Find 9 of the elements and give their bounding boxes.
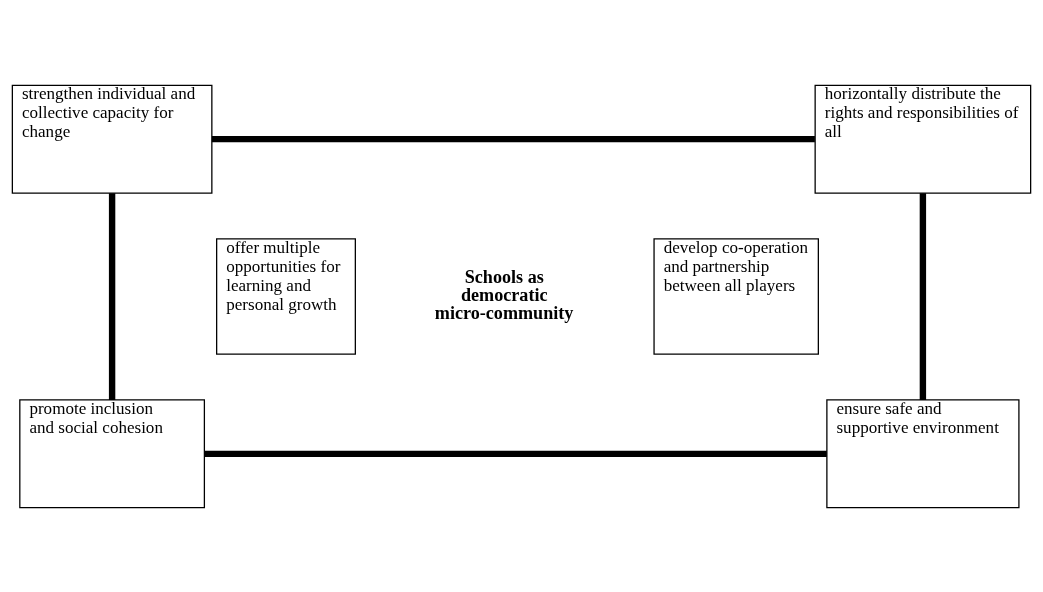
node-box: horizontally distribute the rights and responsibilities of all <box>814 84 1032 194</box>
node-box: strengthen individual and collective capacity for change <box>11 84 213 194</box>
node-box: offer multiple opportunities for learning and personal growth <box>216 237 356 355</box>
label: Schools as democratic micro-community <box>434 266 574 323</box>
node-box: promote inclusion and social cohesion <box>19 398 205 508</box>
node-box: develop co-operation and partnership between all players <box>653 237 819 355</box>
connector <box>919 192 927 400</box>
node-box: ensure safe and supportive environment <box>826 398 1020 508</box>
connector <box>108 192 116 400</box>
